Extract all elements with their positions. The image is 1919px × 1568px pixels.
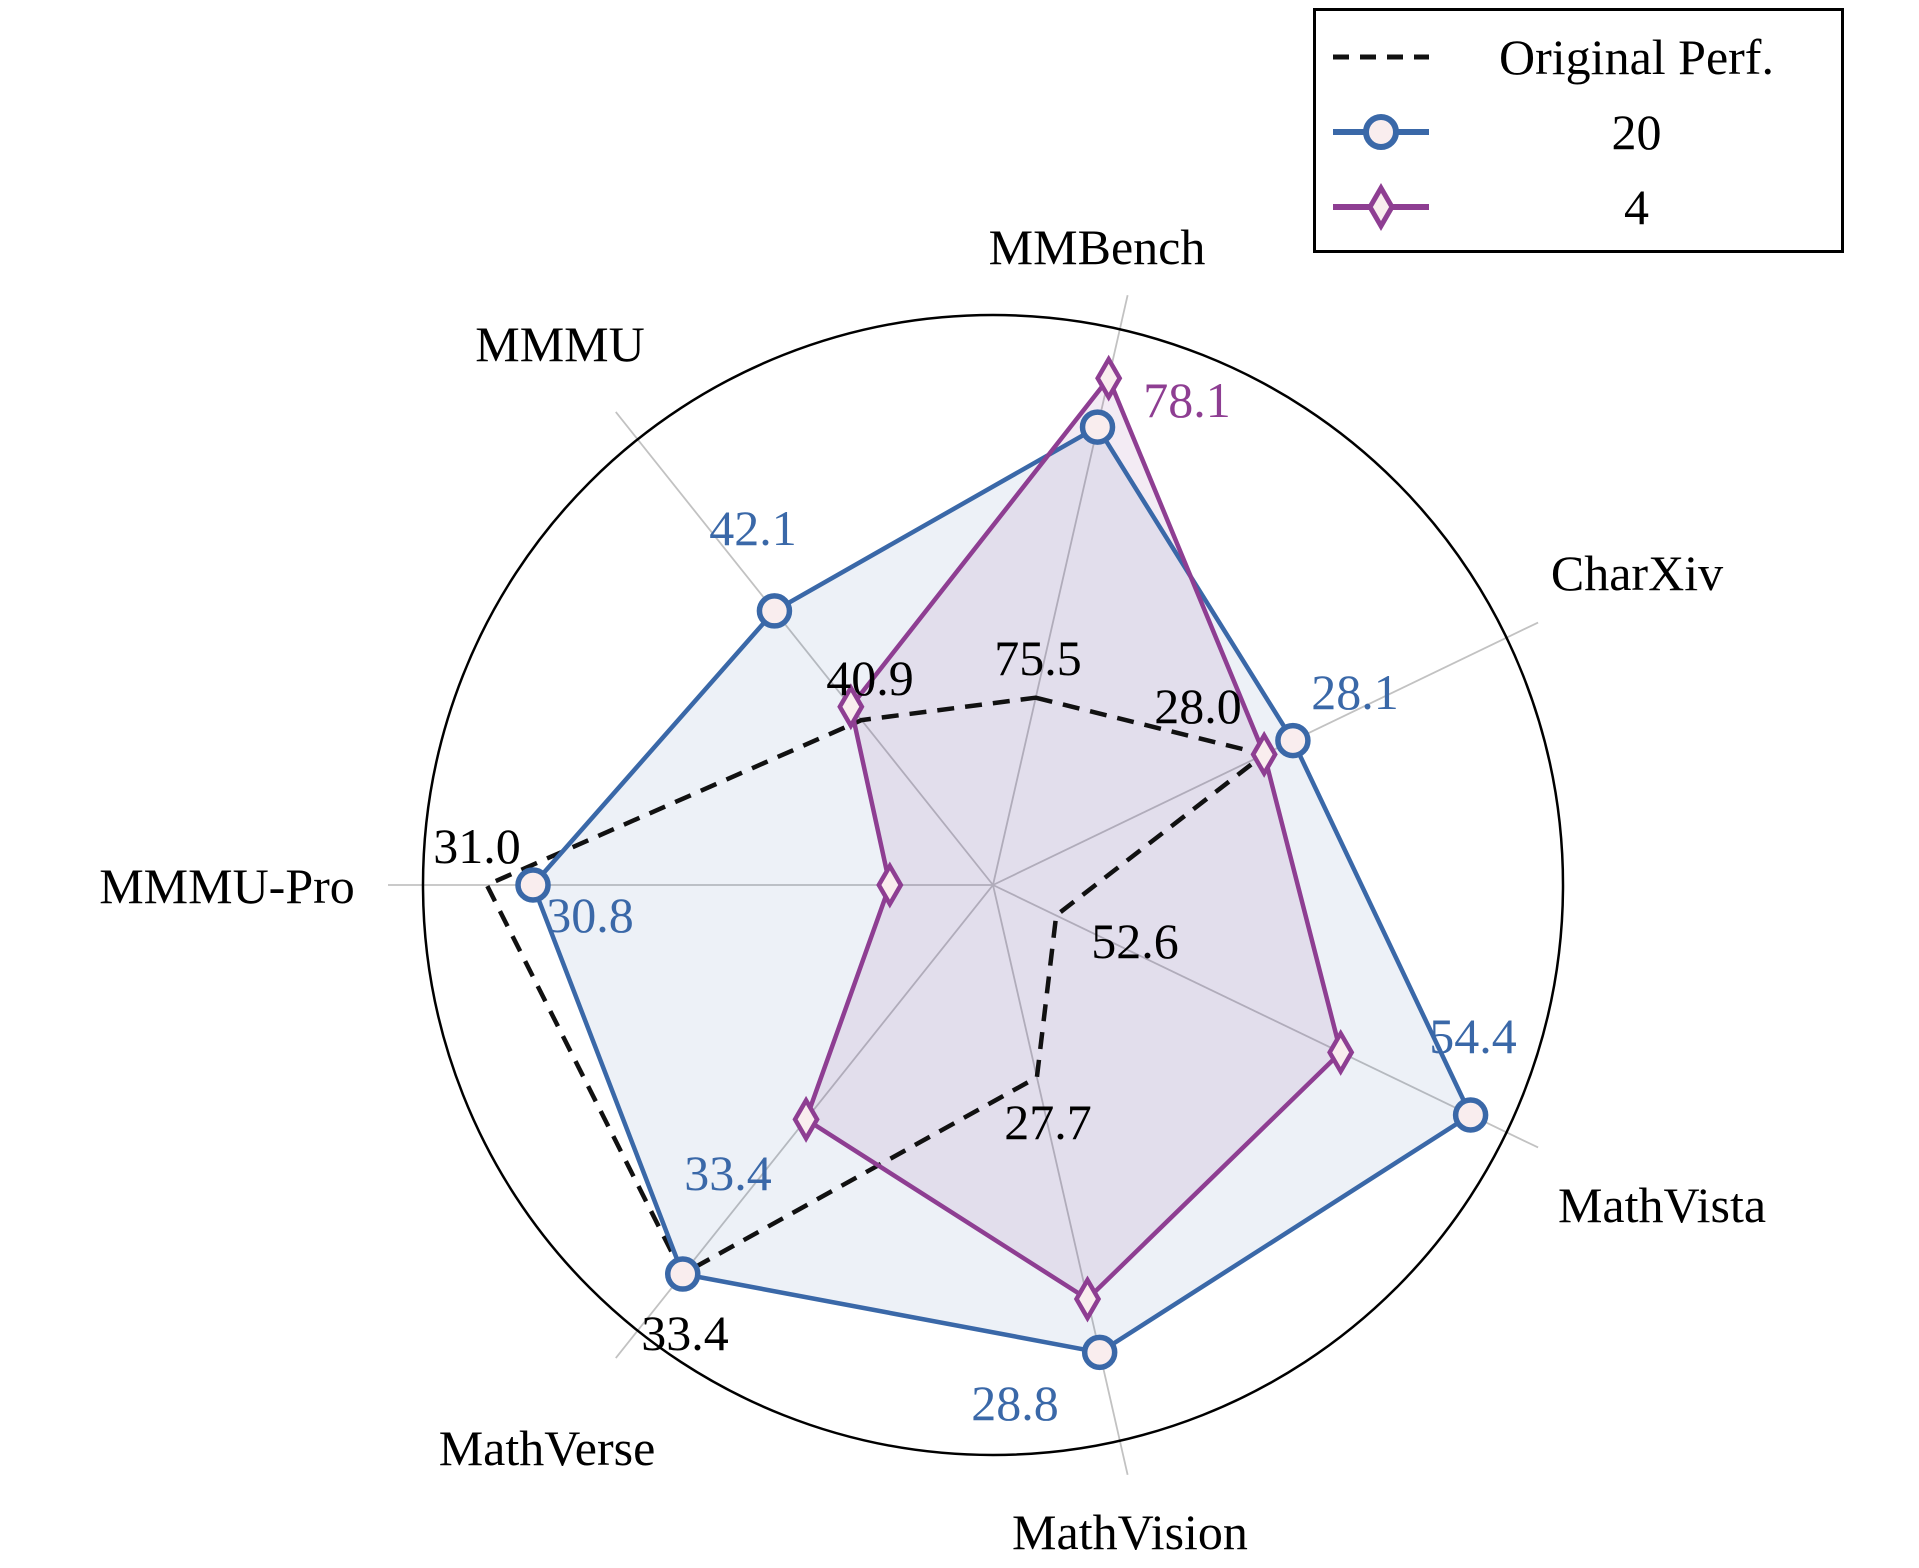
value-label-2: 28.0 (1154, 678, 1242, 734)
diamond-marker-sample (1316, 182, 1446, 232)
value-label-7: 30.8 (546, 887, 634, 943)
series-4-marker-MathVerse (792, 1095, 820, 1143)
value-label-5: 40.9 (826, 650, 914, 706)
axis-label-MathVision: MathVision (1012, 1504, 1248, 1560)
series-4-marker-MathVista (1327, 1028, 1355, 1076)
axis-label-MMMU: MMMU (475, 316, 644, 372)
dashed-line-sample (1316, 42, 1446, 72)
series-20-marker-MMMU (756, 593, 793, 629)
value-label-12: 33.4 (684, 1145, 772, 1201)
axis-label-MathVerse: MathVerse (439, 1420, 656, 1476)
axis-label-MathVista: MathVista (1558, 1177, 1766, 1233)
series-20-outline (530, 424, 1473, 1355)
series-4-marker-MMBench (1095, 354, 1123, 402)
axis-label-MMBench: MMBench (989, 219, 1206, 275)
axis-label-MMMU-Pro: MMMU-Pro (99, 858, 355, 914)
value-label-13: 33.4 (641, 1305, 729, 1361)
axis-spoke-MathVision (992, 884, 1129, 1476)
series-20-marker-MMBench (1079, 409, 1116, 445)
series-4-area (806, 378, 1341, 1299)
series-4-marker-MMMU (837, 683, 865, 731)
legend-item-20: 20 (1316, 94, 1841, 169)
legend-item-4: 4 (1316, 169, 1841, 244)
legend-label: 20 (1611, 103, 1662, 160)
value-label-6: 31.0 (433, 818, 521, 874)
series-20-marker-MathVision (1081, 1334, 1118, 1371)
series-20-area (533, 427, 1471, 1353)
series-20-marker-MathVerse (664, 1256, 701, 1292)
axis-label-CharXiv: CharXiv (1551, 545, 1723, 601)
series-4-outline (803, 375, 1343, 1302)
value-label-11: 28.8 (971, 1375, 1059, 1431)
axis-spoke-MMMU (615, 411, 994, 886)
value-label-9: 54.4 (1429, 1008, 1517, 1064)
legend-label: 4 (1624, 178, 1649, 235)
value-label-4: 42.1 (709, 500, 797, 556)
legend-item-original-perf: Original Perf. (1316, 19, 1841, 94)
value-label-10: 27.7 (1004, 1094, 1092, 1150)
axis-spoke-MathVista (992, 884, 1539, 1149)
series-20-marker-MMMU-Pro (515, 867, 551, 903)
series-20-marker-MathVista (1452, 1097, 1489, 1133)
legend-label: Original Perf. (1499, 28, 1774, 85)
value-label-3: 28.1 (1311, 664, 1399, 720)
value-label-0: 78.1 (1143, 372, 1231, 428)
series-4-marker-CharXiv (1250, 730, 1278, 778)
value-label-1: 75.5 (994, 630, 1082, 686)
series-20-marker-CharXiv (1275, 722, 1311, 759)
outer-circle (421, 313, 1565, 1457)
value-label-8: 52.6 (1091, 913, 1179, 969)
series-4-marker-MathVision (1073, 1275, 1102, 1323)
circle-marker-sample (1316, 109, 1446, 155)
series-4-marker-MMMU-Pro (876, 861, 904, 909)
legend: Original Perf. 20 4 (1313, 8, 1844, 253)
